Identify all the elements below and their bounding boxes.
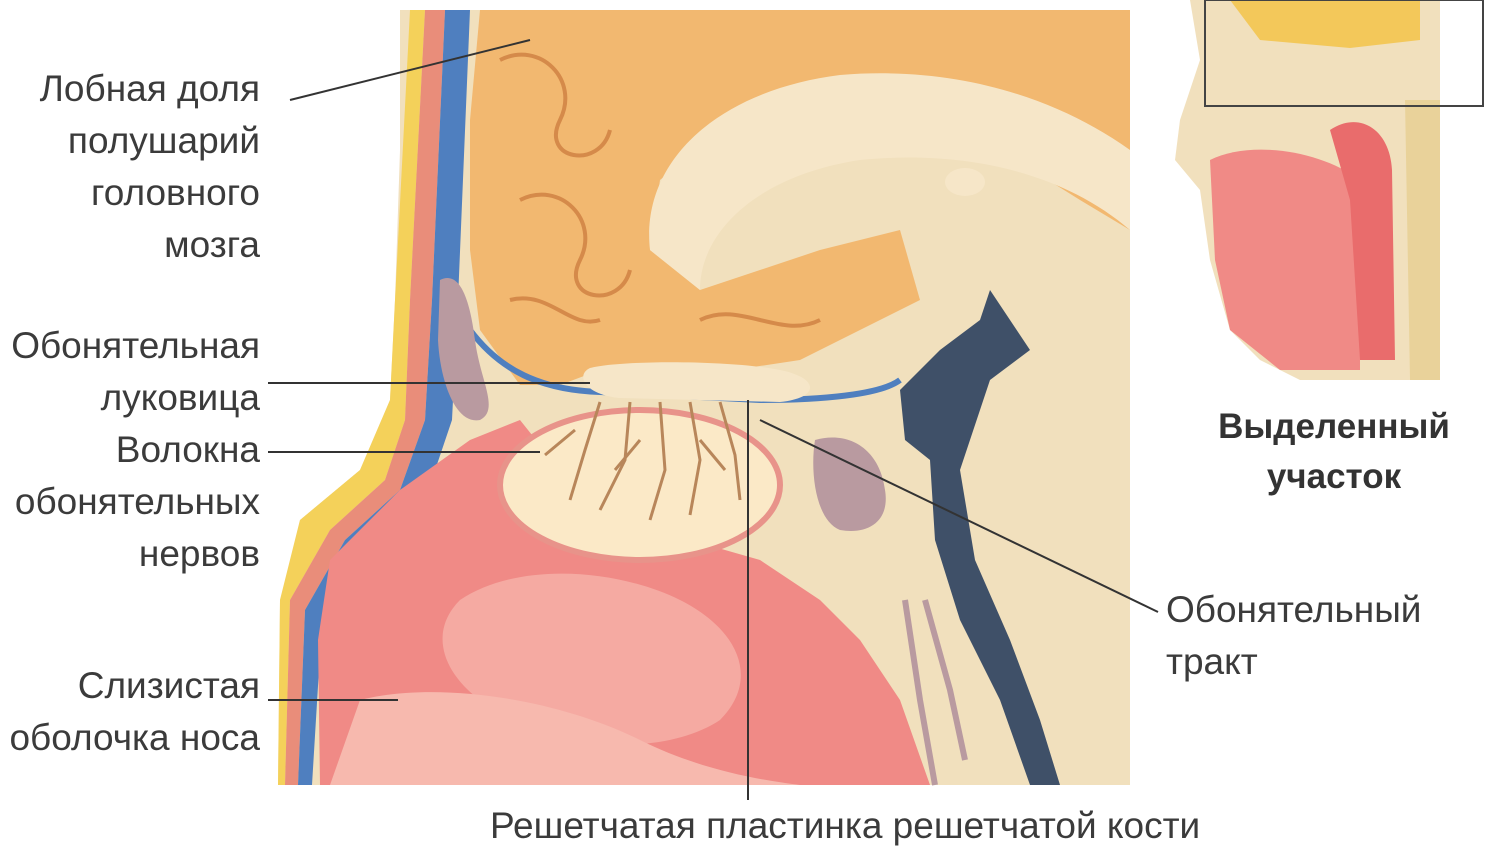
label-olfactory-tract: Обонятельный тракт [1166, 584, 1421, 688]
inset-illustration [1175, 0, 1483, 380]
main-section-illustration [278, 10, 1130, 785]
label-cribriform-plate: Решетчатая пластинка решетчатой кости [490, 800, 1200, 852]
label-olfactory-bulb: Обонятельная луковица [11, 320, 260, 424]
inset-mucosa [1210, 150, 1360, 370]
inset-spine [1405, 100, 1440, 380]
label-nasal-mucosa: Слизистая оболочка носа [9, 660, 260, 764]
label-frontal-lobe: Лобная доля полушарий головного мозга [40, 63, 260, 271]
anterior-commissure [945, 168, 985, 196]
label-olfactory-fibers: Волокна обонятельных нервов [15, 424, 260, 580]
label-highlighted-area: Выделенный участок [1205, 402, 1463, 502]
